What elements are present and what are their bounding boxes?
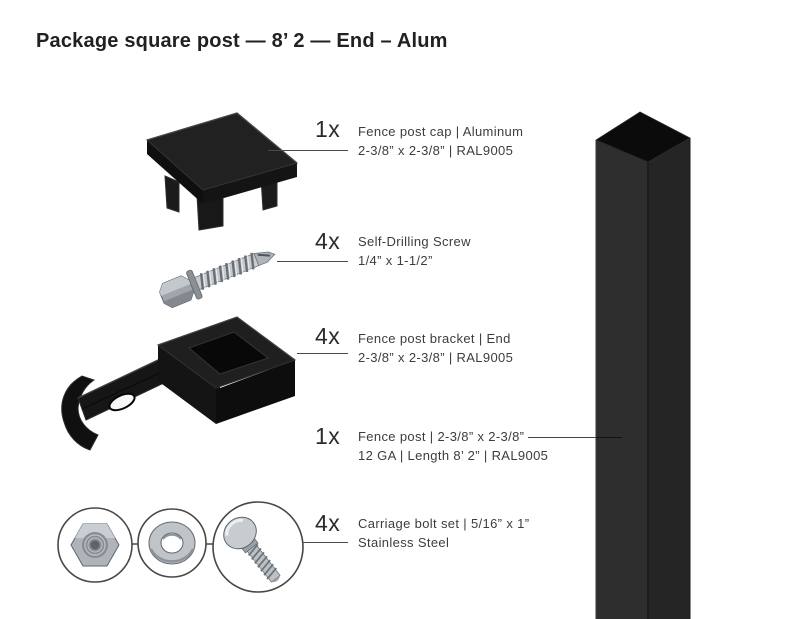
item-desc-line2: 2-3/8” x 2-3/8” | RAL9005: [358, 349, 514, 365]
leader-line-bracket: [297, 353, 348, 354]
item-desc-line1: Carriage bolt set | 5/16” x 1”: [358, 516, 530, 531]
item-qty-self-drilling-screw: 4x: [315, 228, 341, 254]
item-label-fence-post: Fence post | 2-3/8” x 2-3/8” 12 GA | Len…: [358, 428, 548, 465]
item-label-fence-post-cap: Fence post cap | Aluminum 2-3/8” x 2-3/8…: [358, 123, 523, 160]
fence-post-cap-graphic: [146, 112, 299, 231]
item-desc-line2: Stainless Steel: [358, 534, 450, 550]
item-qty-fence-post-cap: 1x: [315, 116, 341, 142]
washer-icon: [148, 521, 196, 565]
item-qty-fence-post-bracket: 4x: [315, 323, 341, 349]
hex-nut-icon: [70, 523, 120, 567]
fence-post-graphic: [595, 111, 691, 619]
leader-line-cap: [268, 150, 348, 151]
carriage-bolt-set-graphic: [57, 501, 304, 593]
leader-line-post: [528, 437, 596, 438]
self-drilling-screw-graphic: [159, 251, 276, 308]
item-desc-line1: Fence post cap | Aluminum: [358, 124, 524, 139]
carriage-bolt-icon: [223, 516, 281, 583]
fence-post-bracket-graphic: [61, 316, 297, 451]
item-label-carriage-bolt-set: Carriage bolt set | 5/16” x 1” Stainless…: [358, 515, 529, 552]
item-label-fence-post-bracket: Fence post bracket | End 2-3/8” x 2-3/8”…: [358, 330, 513, 367]
leader-line-screw: [277, 261, 348, 262]
item-qty-carriage-bolt-set: 4x: [315, 510, 341, 536]
item-desc-line1: Fence post bracket | End: [358, 331, 511, 346]
item-qty-fence-post: 1x: [315, 423, 341, 449]
item-desc-line2: 12 GA | Length 8’ 2” | RAL9005: [358, 447, 549, 463]
item-label-self-drilling-screw: Self-Drilling Screw 1/4” x 1-1/2”: [358, 233, 471, 270]
leader-line-post-end: [596, 437, 622, 438]
item-desc-line1: Self-Drilling Screw: [358, 234, 471, 249]
page-title: Package square post — 8’ 2 — End – Alum: [36, 30, 448, 52]
leader-line-bolt-set: [302, 542, 348, 543]
item-desc-line2: 1/4” x 1-1/2”: [358, 252, 433, 268]
item-desc-line1: Fence post | 2-3/8” x 2-3/8”: [358, 429, 525, 444]
item-desc-line2: 2-3/8” x 2-3/8” | RAL9005: [358, 142, 514, 158]
